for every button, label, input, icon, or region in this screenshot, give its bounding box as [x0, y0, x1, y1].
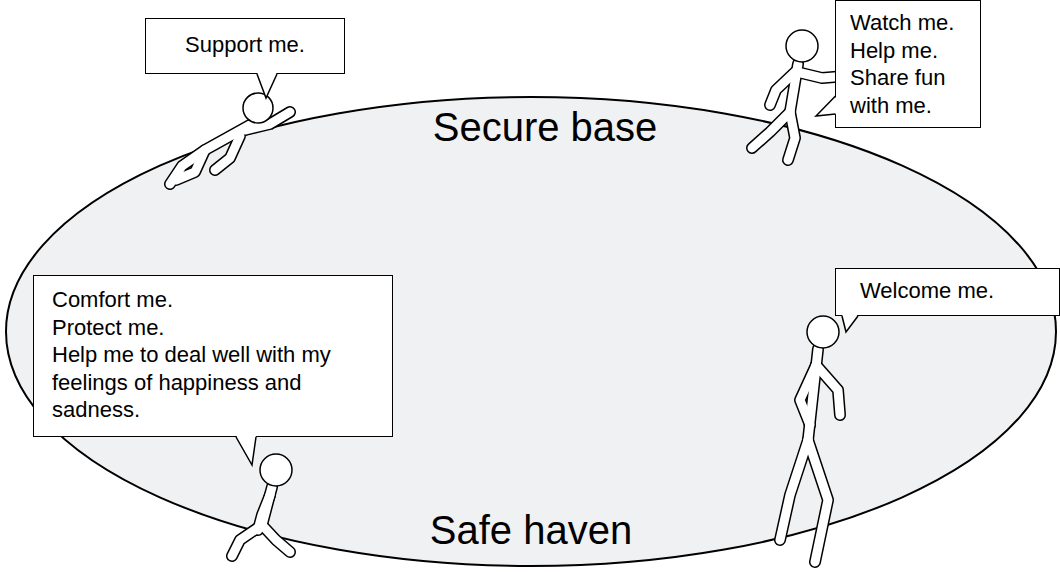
bubble-text: Support me.: [162, 31, 328, 59]
speech-bubble: Support me.: [145, 18, 345, 74]
tail-outline: [257, 74, 277, 98]
bubble-text: Help me to deal well with my feelings of…: [52, 341, 374, 424]
figure-limb: [788, 112, 795, 160]
tail-outline: [816, 96, 836, 116]
bubble-text: Watch me.: [850, 9, 966, 37]
speech-bubble: Watch me.Help me.Share fun with me.: [835, 0, 981, 128]
tail-fill: [816, 96, 837, 116]
speech-bubble: Welcome me.: [835, 268, 1060, 316]
ellipse-shape: [6, 97, 1056, 566]
figure-head: [807, 316, 839, 348]
figure-limb: [770, 72, 795, 105]
bubble-text: Welcome me.: [860, 277, 1035, 305]
bubble-text: Help me.: [850, 37, 966, 65]
bubble-text: Comfort me.: [52, 286, 374, 314]
bubble-text: Share fun with me.: [850, 64, 966, 119]
tail-fill: [257, 72, 277, 98]
bubble-text: Protect me.: [52, 314, 374, 342]
speech-bubble: Comfort me.Protect me.Help me to deal we…: [33, 275, 393, 437]
figure-head: [260, 454, 292, 486]
figure-head: [243, 93, 273, 123]
figure-head: [786, 30, 818, 62]
figure-limb: [788, 112, 795, 160]
region-label: Safe haven: [4, 510, 1058, 550]
